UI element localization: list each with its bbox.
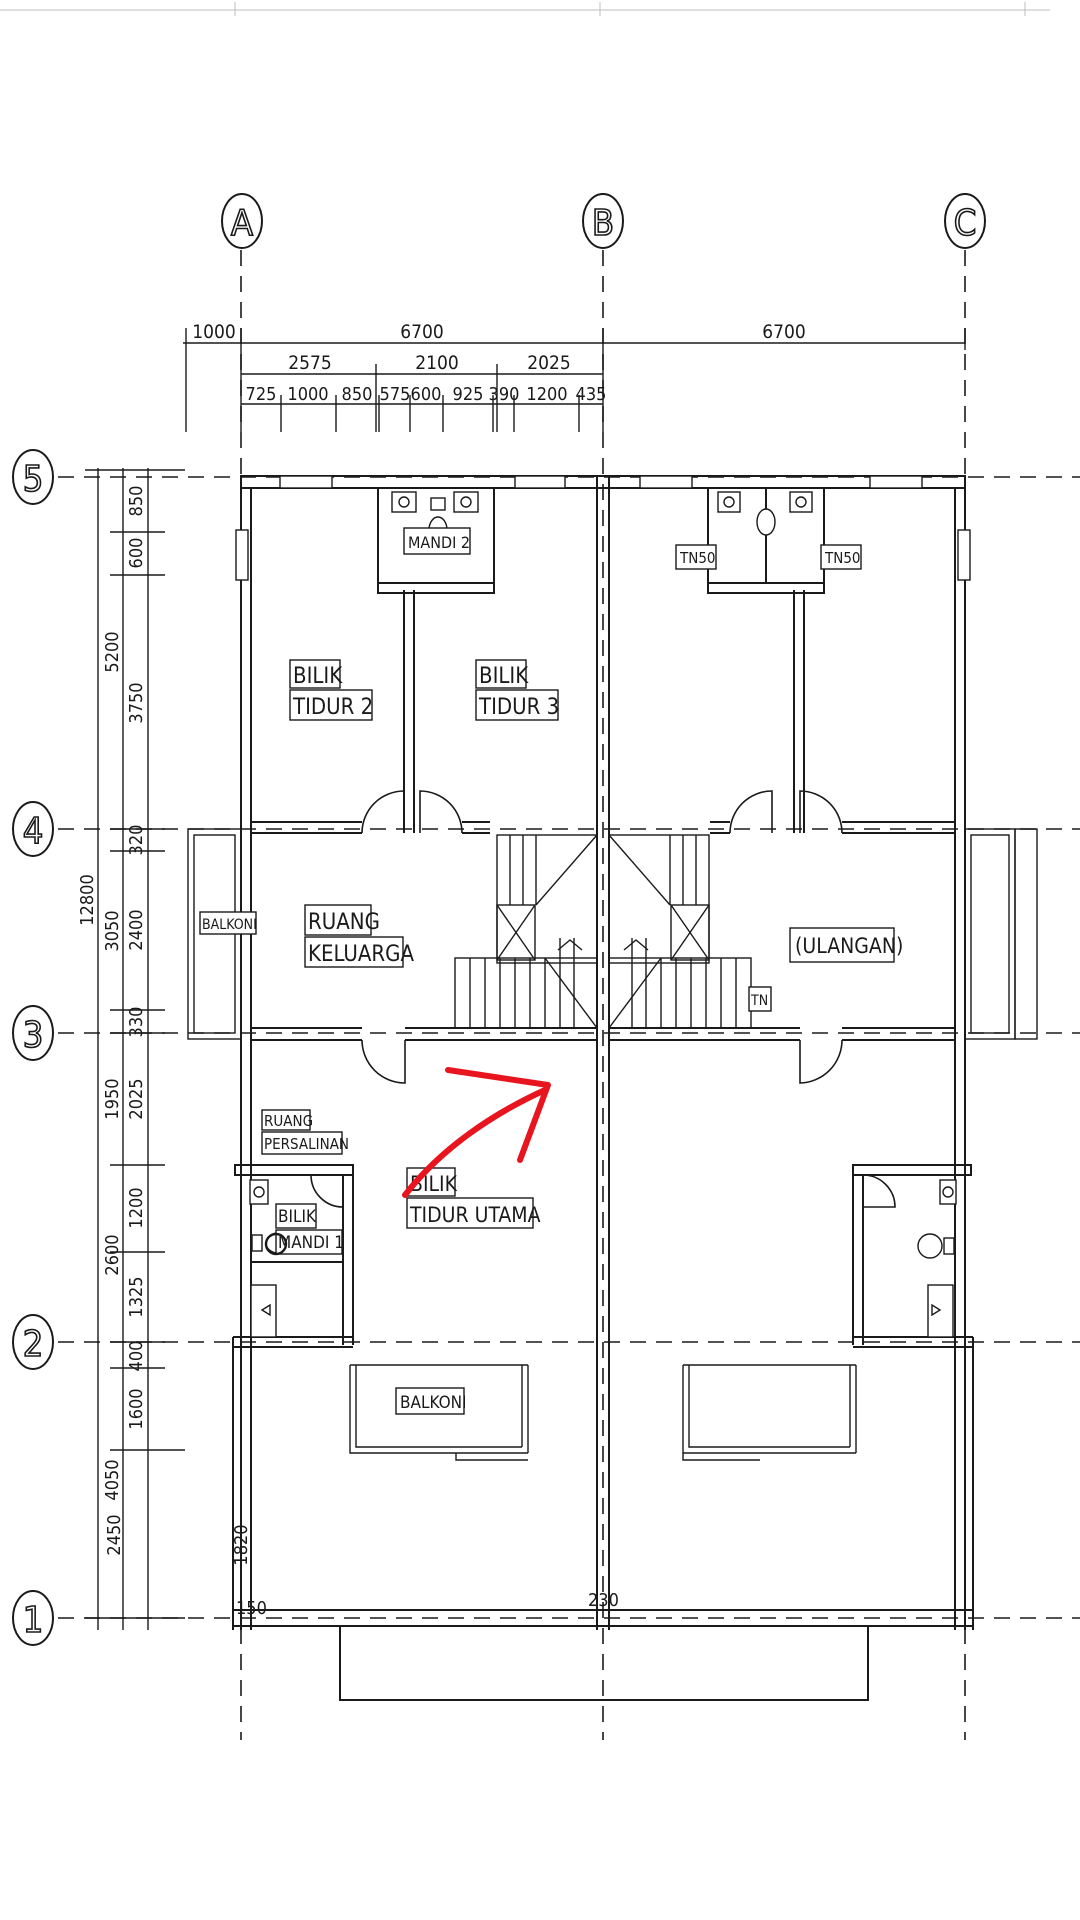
dim-2025: 2025 — [527, 352, 571, 374]
dim-2600: 2600 — [102, 1234, 123, 1275]
dim-4050: 4050 — [102, 1459, 123, 1500]
dim-230: 230 — [588, 1590, 619, 1611]
dim-850-v: 850 — [126, 486, 147, 517]
bilik-mandi-1-line1: BILIK — [278, 1207, 317, 1227]
dim-2575: 2575 — [288, 352, 332, 374]
dim-2025-v: 2025 — [126, 1078, 147, 1119]
dim-2100: 2100 — [415, 352, 459, 374]
sanitary-fixtures — [249, 491, 957, 1338]
label-balkoni-front: BALKONI — [395, 1387, 467, 1415]
dim-1950: 1950 — [102, 1078, 123, 1119]
dim-600: 600 — [411, 384, 442, 405]
dim-330-v: 330 — [126, 1007, 147, 1038]
stairs — [454, 834, 752, 1029]
dim-2400-v: 2400 — [126, 909, 147, 950]
label-bilik-tidur-3: BILIK TIDUR 3 — [475, 659, 559, 721]
bilik-mandi-1-line2: MANDI 1 — [278, 1233, 344, 1253]
dim-6700-b: 6700 — [762, 321, 806, 343]
bilik-tidur-2-line2: TIDUR 2 — [292, 695, 373, 720]
grid-bubble-4: 4 — [12, 801, 54, 857]
dim-320-v: 320 — [126, 825, 147, 856]
dim-1600-v: 1600 — [126, 1388, 147, 1429]
grid-lines — [58, 250, 1080, 1740]
dim-1820: 1820 — [231, 1524, 252, 1565]
front-balconies — [349, 1364, 857, 1461]
grid-bubble-5: 5 — [12, 449, 54, 505]
dim-600-v: 600 — [126, 538, 147, 569]
dim-2450-v: 2450 — [104, 1514, 125, 1555]
grid-bubble-3: 3 — [12, 1005, 54, 1061]
grid-label-B: B — [592, 203, 614, 244]
ulangan-text: (ULANGAN) — [795, 934, 903, 958]
label-bilik-mandi-1: BILIK MANDI 1 — [264, 1203, 344, 1256]
left-dimension-lines — [85, 468, 185, 1630]
label-bilik-tidur-utama: BILIK TIDUR UTAMA — [406, 1167, 541, 1229]
grid-label-C: C — [954, 203, 977, 244]
grid-bubble-B: B — [582, 193, 624, 249]
bilik-tidur-utama-line2: TIDUR UTAMA — [409, 1203, 541, 1227]
label-mandi-2: MANDI 2 — [403, 527, 471, 555]
dim-725: 725 — [246, 384, 277, 405]
top-dimension-labels: 1000 6700 6700 2575 2100 2025 725 1000 8… — [192, 321, 806, 405]
balkoni-front-text: BALKONI — [400, 1393, 467, 1413]
dim-3050: 3050 — [102, 910, 123, 951]
dim-390: 390 — [489, 384, 520, 405]
left-dimension-labels: 12800 5200 3050 1950 2600 4050 850 600 3… — [77, 486, 147, 1556]
bilik-tidur-3-line2: TIDUR 3 — [478, 695, 559, 720]
windows — [235, 475, 971, 581]
dim-925: 925 — [453, 384, 484, 405]
grid-label-5: 5 — [23, 459, 44, 500]
bilik-tidur-2-line1: BILIK — [293, 664, 343, 689]
label-ruang-keluarga: RUANG KELUARGA — [304, 904, 415, 968]
ruang-keluarga-line2: KELUARGA — [308, 942, 415, 967]
tn50-right-text: TN50 — [824, 549, 861, 567]
dim-1000-small: 1000 — [287, 384, 328, 405]
dim-6700-a: 6700 — [400, 321, 444, 343]
grid-label-1: 1 — [23, 1600, 44, 1641]
grid-label-4: 4 — [23, 811, 44, 852]
dim-1325-v: 1325 — [126, 1276, 147, 1317]
label-ulangan: (ULANGAN) — [789, 927, 903, 963]
dim-1200: 1200 — [526, 384, 567, 405]
label-bilik-tidur-2: BILIK TIDUR 2 — [289, 659, 373, 721]
scan-artifact-strip — [0, 2, 1050, 16]
ruang-keluarga-line1: RUANG — [308, 910, 380, 935]
tn-text: TN — [750, 993, 768, 1009]
grid-label-3: 3 — [23, 1015, 44, 1056]
ruang-persalinan-line2: PERSALINAN — [264, 1135, 349, 1153]
grid-bubble-2: 2 — [12, 1314, 54, 1370]
dim-435: 435 — [576, 384, 607, 405]
room-labels: BILIK TIDUR 2 BILIK TIDUR 3 MANDI 2 TN50… — [199, 527, 903, 1415]
grid-bubble-C: C — [944, 193, 986, 249]
label-tn50-left: TN50 — [675, 544, 717, 570]
dim-1000: 1000 — [192, 321, 236, 343]
doors — [310, 790, 896, 1208]
grid-label-A: A — [231, 203, 253, 244]
dim-850: 850 — [342, 384, 373, 405]
label-tn: TN — [748, 986, 772, 1012]
top-dimension-lines — [183, 328, 966, 432]
tn50-left-text: TN50 — [679, 549, 716, 567]
bilik-tidur-3-line1: BILIK — [479, 664, 529, 689]
balkoni-side-text: BALKONI — [202, 917, 257, 933]
dim-575: 575 — [380, 384, 411, 405]
grid-label-2: 2 — [23, 1324, 44, 1365]
grid-bubble-1: 1 — [12, 1590, 54, 1646]
ruang-persalinan-line1: RUANG — [264, 1112, 313, 1130]
dim-1200-v: 1200 — [126, 1187, 147, 1228]
label-ruang-persalinan: RUANG PERSALINAN — [261, 1109, 349, 1155]
dim-3750-v: 3750 — [126, 682, 147, 723]
dim-400-v: 400 — [126, 1341, 147, 1372]
dim-12800: 12800 — [77, 874, 98, 926]
grid-bubble-A: A — [221, 193, 263, 249]
red-annotation-arrow — [402, 1067, 551, 1198]
mandi-2-text: MANDI 2 — [408, 533, 470, 552]
label-balkoni-side: BALKONI — [199, 911, 257, 935]
dim-5200: 5200 — [102, 631, 123, 672]
label-tn50-right: TN50 — [820, 544, 862, 570]
dim-150: 150 — [236, 1598, 267, 1619]
misc-dimensions: 1820 150 230 — [231, 1524, 619, 1619]
